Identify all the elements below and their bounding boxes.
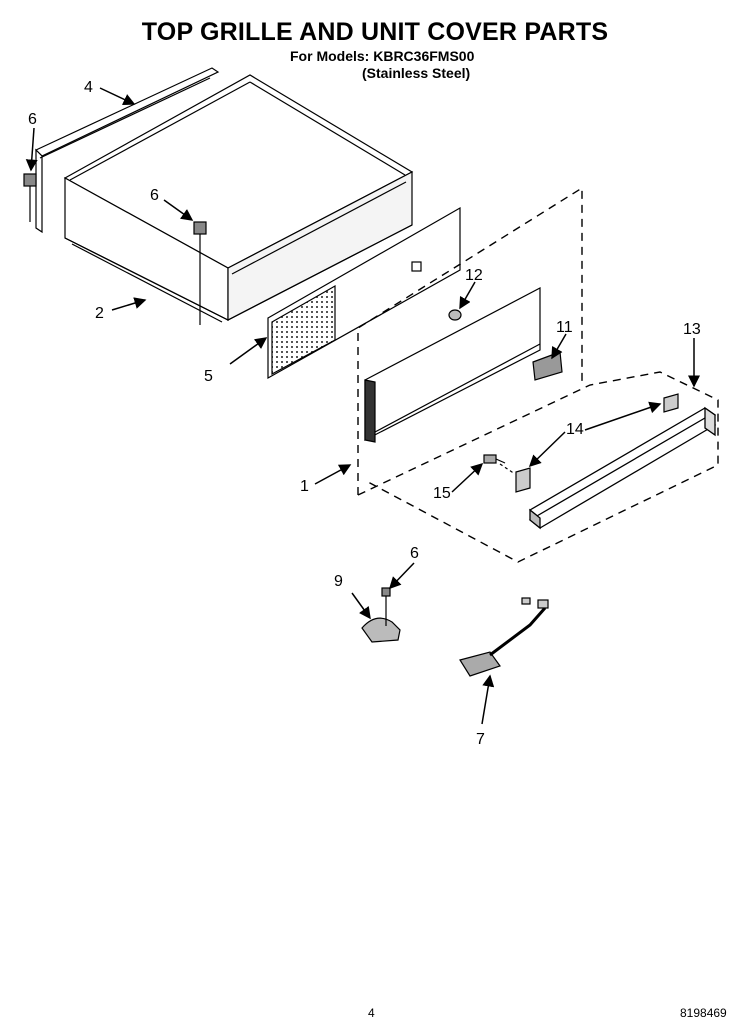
callout-6-left: 6	[28, 111, 37, 128]
page-number: 4	[368, 1006, 375, 1020]
callout-6-center: 6	[150, 187, 159, 204]
part-5-grille-panel	[267, 206, 461, 380]
callout-13: 13	[683, 321, 701, 338]
part-11-clip	[532, 351, 563, 381]
callout-5: 5	[204, 368, 213, 385]
callout-2: 2	[95, 305, 104, 322]
part-14-bracket-upper	[663, 393, 679, 413]
document-number: 8198469	[680, 1006, 727, 1020]
callout-4: 4	[84, 79, 93, 96]
part-15-screw	[483, 454, 506, 464]
part-1-grille-assembly-outline	[357, 186, 719, 563]
callout-14: 14	[566, 421, 584, 438]
callout-12: 12	[465, 267, 483, 284]
part-12-nut	[448, 309, 462, 321]
part-6-screw-left	[23, 173, 37, 222]
callout-6-lower: 6	[410, 545, 419, 562]
callout-1: 1	[300, 478, 309, 495]
callout-11: 11	[556, 319, 573, 336]
grille-front-panel	[364, 287, 541, 443]
callout-7: 7	[476, 731, 485, 748]
part-7-wire-harness	[459, 597, 549, 677]
page-title: TOP GRILLE AND UNIT COVER PARTS	[141, 18, 609, 46]
models-line: For Models: KBRC36FMS00	[290, 48, 475, 64]
callout-15: 15	[433, 485, 451, 502]
leader-lines	[25, 87, 700, 725]
part-2-unit-cover	[63, 74, 414, 323]
part-6-screw-center	[193, 221, 207, 325]
part-9-clamp	[361, 587, 401, 643]
material-note: (Stainless Steel)	[362, 65, 471, 81]
part-13-trim-bar	[528, 406, 717, 530]
part-14-bracket-lower	[499, 463, 531, 493]
callout-9: 9	[334, 573, 343, 590]
callout-labels: 4 6 6 2 5 1 12 11 13 14 15 6 9 7	[28, 79, 701, 748]
